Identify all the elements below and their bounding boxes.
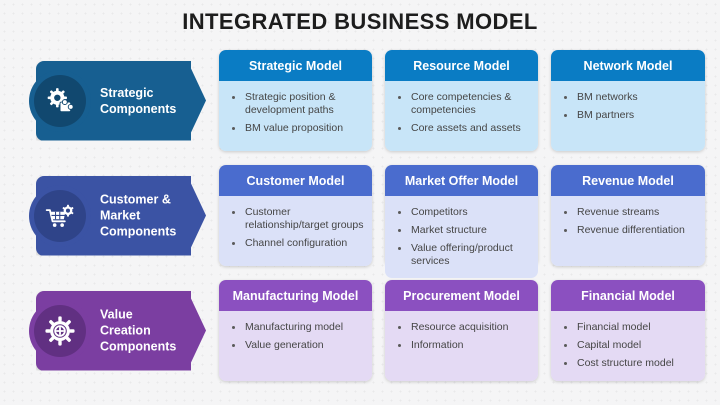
bullet-item: Strategic position & development paths: [221, 91, 366, 117]
card-bullets: Resource acquisition Information: [385, 311, 538, 381]
card-bullets: Core competencies & competencies Core as…: [385, 81, 538, 151]
card-title: Resource Model: [385, 50, 538, 81]
row-customer-market: Customer & Market Components Customer Mo…: [22, 165, 720, 278]
banner-customer-market-components: Customer & Market Components: [22, 176, 206, 256]
bullet-item: Value offering/product services: [387, 242, 532, 268]
bullet-item: Value generation: [221, 339, 366, 352]
bullet-item: Revenue differentiation: [553, 224, 699, 237]
card-title: Customer Model: [219, 165, 372, 196]
card-bullets: BM networks BM partners: [551, 81, 705, 151]
bullet-item: Financial model: [553, 321, 699, 334]
card-market-offer-model: Market Offer Model Competitors Market st…: [385, 165, 538, 278]
card-bullets: Strategic position & development paths B…: [219, 81, 372, 151]
card-financial-model: Financial Model Financial model Capital …: [551, 280, 705, 381]
bullet-item: Capital model: [553, 339, 699, 352]
bullet-item: Resource acquisition: [387, 321, 532, 334]
card-bullets: Customer relationship/target groups Chan…: [219, 196, 372, 266]
card-bullets: Manufacturing model Value generation: [219, 311, 372, 381]
bullet-item: Channel configuration: [221, 237, 366, 250]
card-title: Strategic Model: [219, 50, 372, 81]
banner-strategic-components: Strategic Components: [22, 61, 206, 141]
row-label: Value Creation Components: [100, 307, 177, 354]
row-value-creation: Value Creation Components Manufacturing …: [22, 280, 720, 381]
card-manufacturing-model: Manufacturing Model Manufacturing model …: [219, 280, 372, 381]
card-bullets: Financial model Capital model Cost struc…: [551, 311, 705, 381]
bullet-item: Core assets and assets: [387, 122, 532, 135]
gear-plus-icon: [34, 304, 86, 357]
card-title: Network Model: [551, 50, 705, 81]
bullet-item: BM networks: [553, 91, 699, 104]
cart-gear-icon: [34, 189, 86, 242]
row-label: Customer & Market Components: [100, 192, 177, 239]
card-bullets: Revenue streams Revenue differentiation: [551, 196, 705, 266]
bullet-item: Information: [387, 339, 532, 352]
card-title: Financial Model: [551, 280, 705, 311]
row-strategic: Strategic Components Strategic Model Str…: [22, 50, 720, 151]
card-revenue-model: Revenue Model Revenue streams Revenue di…: [551, 165, 705, 266]
card-procurement-model: Procurement Model Resource acquisition I…: [385, 280, 538, 381]
bullet-item: BM value proposition: [221, 122, 366, 135]
gear-puzzle-icon: [34, 74, 86, 127]
bullet-item: Core competencies & competencies: [387, 91, 532, 117]
bullet-item: Manufacturing model: [221, 321, 366, 334]
bullet-item: Cost structure model: [553, 357, 699, 370]
bullet-item: Market structure: [387, 224, 532, 237]
bullet-item: Revenue streams: [553, 206, 699, 219]
bullet-item: Competitors: [387, 206, 532, 219]
card-network-model: Network Model BM networks BM partners: [551, 50, 705, 151]
bullet-item: Customer relationship/target groups: [221, 206, 366, 232]
page-title: INTEGRATED BUSINESS MODEL: [182, 9, 538, 34]
row-label: Strategic Components: [100, 85, 177, 116]
card-title: Market Offer Model: [385, 165, 538, 196]
card-title: Manufacturing Model: [219, 280, 372, 311]
card-title: Procurement Model: [385, 280, 538, 311]
card-resource-model: Resource Model Core competencies & compe…: [385, 50, 538, 151]
card-customer-model: Customer Model Customer relationship/tar…: [219, 165, 372, 266]
card-bullets: Competitors Market structure Value offer…: [385, 196, 538, 278]
banner-value-creation-components: Value Creation Components: [22, 291, 206, 371]
card-strategic-model: Strategic Model Strategic position & dev…: [219, 50, 372, 151]
bullet-item: BM partners: [553, 109, 699, 122]
card-title: Revenue Model: [551, 165, 705, 196]
